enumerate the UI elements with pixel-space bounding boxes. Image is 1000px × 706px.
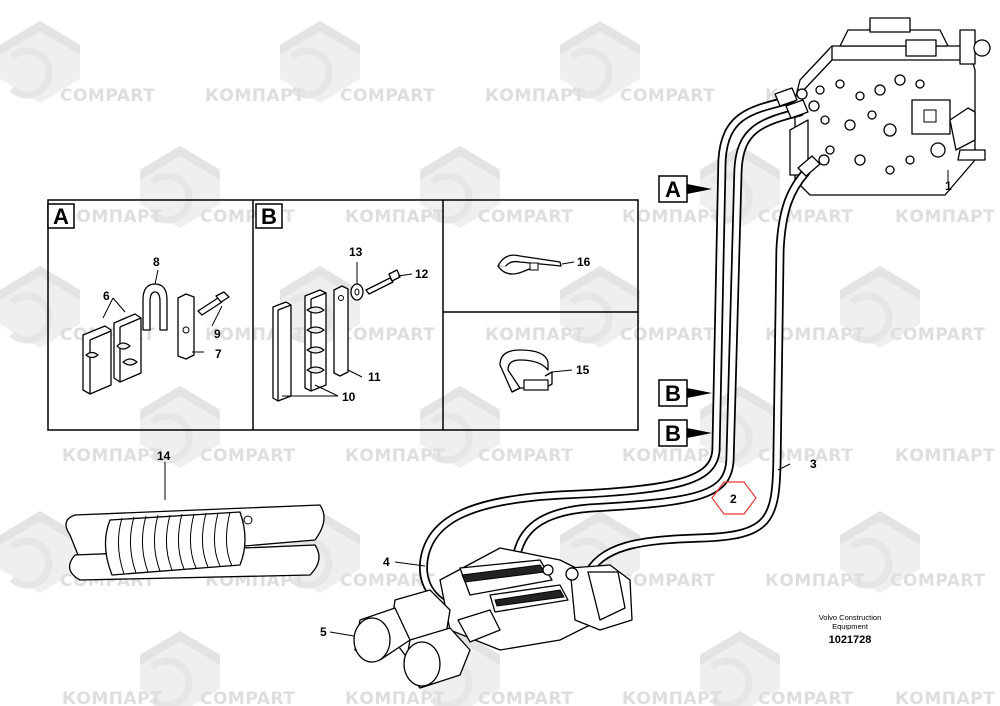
watermark-kompart: КОМПАРТ <box>765 325 865 345</box>
watermark-compart: COMPART <box>478 446 573 466</box>
ref-marker-b-lower-letter: B <box>665 421 681 446</box>
hose-strap <box>499 349 573 393</box>
watermark-compart: COMPART <box>620 571 715 591</box>
callout-7: 7 <box>215 347 222 361</box>
highlight-hexagon <box>711 481 757 515</box>
lower-assembly <box>329 547 633 689</box>
watermark-kompart: КОМПАРТ <box>62 207 162 227</box>
panel-b-label: B <box>255 203 283 229</box>
watermark-compart: COMPART <box>758 207 853 227</box>
callout-10: 10 <box>342 390 356 404</box>
document-number: 1021728 <box>829 634 872 646</box>
detail-panels: A B <box>47 199 639 431</box>
watermark-compart: COMPART <box>620 325 715 345</box>
panel-a-label: A <box>47 203 75 229</box>
watermark-kompart: КОМПАРТ <box>485 325 585 345</box>
ref-marker-a-letter: A <box>665 177 681 202</box>
detail-frame <box>47 199 639 431</box>
watermark-compart: COMPART <box>200 689 295 706</box>
watermark-kompart: КОМПАРТ <box>345 207 445 227</box>
ref-marker-a: A <box>658 175 712 203</box>
watermark-compart: COMPART <box>340 86 435 106</box>
callout-4: 4 <box>383 555 390 569</box>
watermark-compart: COMPART <box>758 689 853 706</box>
callout-15: 15 <box>576 363 590 377</box>
ref-marker-b-upper-letter: B <box>665 381 681 406</box>
watermark-kompart: КОМПАРТ <box>62 446 162 466</box>
ref-marker-b-lower: B <box>658 419 712 447</box>
callout-5: 5 <box>320 625 327 639</box>
panel-a-letter: A <box>53 204 69 229</box>
watermark-kompart: КОМПАРТ <box>205 86 305 106</box>
watermark-compart: COMPART <box>478 207 573 227</box>
watermark-kompart: КОМПАРТ <box>485 86 585 106</box>
callout-11: 11 <box>368 370 381 384</box>
watermark-kompart: КОМПАРТ <box>622 689 722 706</box>
callout-13: 13 <box>349 245 363 259</box>
watermark-compart: COMPART <box>620 86 715 106</box>
watermark-kompart: КОМПАРТ <box>622 446 722 466</box>
callout-6: 6 <box>103 289 110 303</box>
watermark-kompart: КОМПАРТ <box>895 446 995 466</box>
control-valve <box>789 17 991 196</box>
callout-14: 14 <box>157 449 171 463</box>
callout-8: 8 <box>153 255 160 269</box>
watermark-kompart: КОМПАРТ <box>622 207 722 227</box>
watermark-kompart: КОМПАРТ <box>62 689 162 706</box>
callout-12: 12 <box>415 267 429 281</box>
callout-labels: 1 2 3 4 5 6 7 8 9 10 11 12 13 14 15 16 <box>103 179 952 639</box>
callout-1: 1 <box>945 179 952 193</box>
caption-line-1: Volvo Construction <box>819 613 882 622</box>
panel-b-parts <box>272 262 413 402</box>
panel-b-letter: B <box>261 204 277 229</box>
caption-line-2: Equipment <box>832 622 869 631</box>
watermark-compart: COMPART <box>478 689 573 706</box>
ref-marker-b-upper: B <box>658 379 712 407</box>
watermark-compart: COMPART <box>60 86 155 106</box>
watermark-kompart: КОМПАРТ <box>345 689 445 706</box>
callout-9: 9 <box>214 327 221 341</box>
watermark-kompart: КОМПАРТ <box>345 446 445 466</box>
watermark-kompart: КОМПАРТ <box>895 689 995 706</box>
cable-tie <box>497 254 575 275</box>
hose-sleeve <box>65 462 325 581</box>
callout-3: 3 <box>810 457 817 471</box>
watermark-kompart: КОМПАРТ <box>895 207 995 227</box>
watermark-compart: COMPART <box>890 325 985 345</box>
hoses <box>419 87 830 617</box>
caption: Volvo Construction Equipment 1021728 <box>819 613 882 646</box>
watermark-compart: COMPART <box>200 446 295 466</box>
callout-16: 16 <box>577 255 591 269</box>
panel-a-parts <box>82 269 230 395</box>
callout-2: 2 <box>730 492 737 506</box>
watermark-compart: COMPART <box>340 571 435 591</box>
watermark-compart: COMPART <box>890 571 985 591</box>
watermark-compart: COMPART <box>758 446 853 466</box>
watermark-compart: COMPART <box>340 325 435 345</box>
watermark-kompart: КОМПАРТ <box>765 571 865 591</box>
